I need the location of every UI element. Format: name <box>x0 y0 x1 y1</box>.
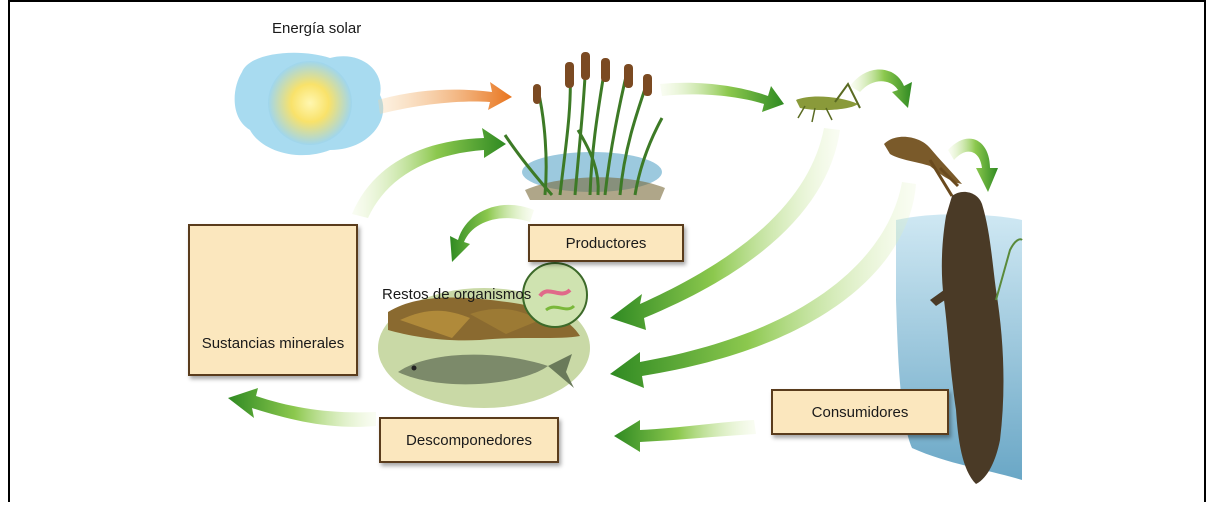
cattail-plant-icon <box>505 52 665 200</box>
solar-energy-label: Energía solar <box>272 20 361 37</box>
arrow-grasshopper-to-frog <box>850 69 912 108</box>
magnifier-icon <box>523 263 587 327</box>
organism-remains-label: Restos de organismos <box>382 286 531 303</box>
arrow-decomposers-to-minerals <box>228 388 376 427</box>
producers-label: Productores <box>566 235 647 252</box>
arrow-carnivore-remains <box>610 182 916 388</box>
otter-icon <box>896 192 1022 484</box>
consumers-label: Consumidores <box>812 404 909 421</box>
decomposers-label: Descomponedores <box>406 432 532 449</box>
sun-icon <box>235 53 384 155</box>
decomposers-box: Descomponedores <box>379 417 559 463</box>
arrow-minerals-to-producers <box>352 128 506 218</box>
producers-box: Productores <box>528 224 684 262</box>
mineral-substances-label: Sustancias minerales <box>202 335 345 352</box>
consumers-box: Consumidores <box>771 389 949 435</box>
frog-icon <box>884 137 962 196</box>
arrow-producers-to-consumers <box>660 83 784 112</box>
arrow-producers-remains <box>450 205 534 262</box>
energy-arrow <box>378 82 512 114</box>
mineral-substances-box: Sustancias minerales <box>188 224 358 376</box>
grasshopper-icon <box>796 84 860 122</box>
arrow-consumers-to-decomposers <box>614 420 756 452</box>
